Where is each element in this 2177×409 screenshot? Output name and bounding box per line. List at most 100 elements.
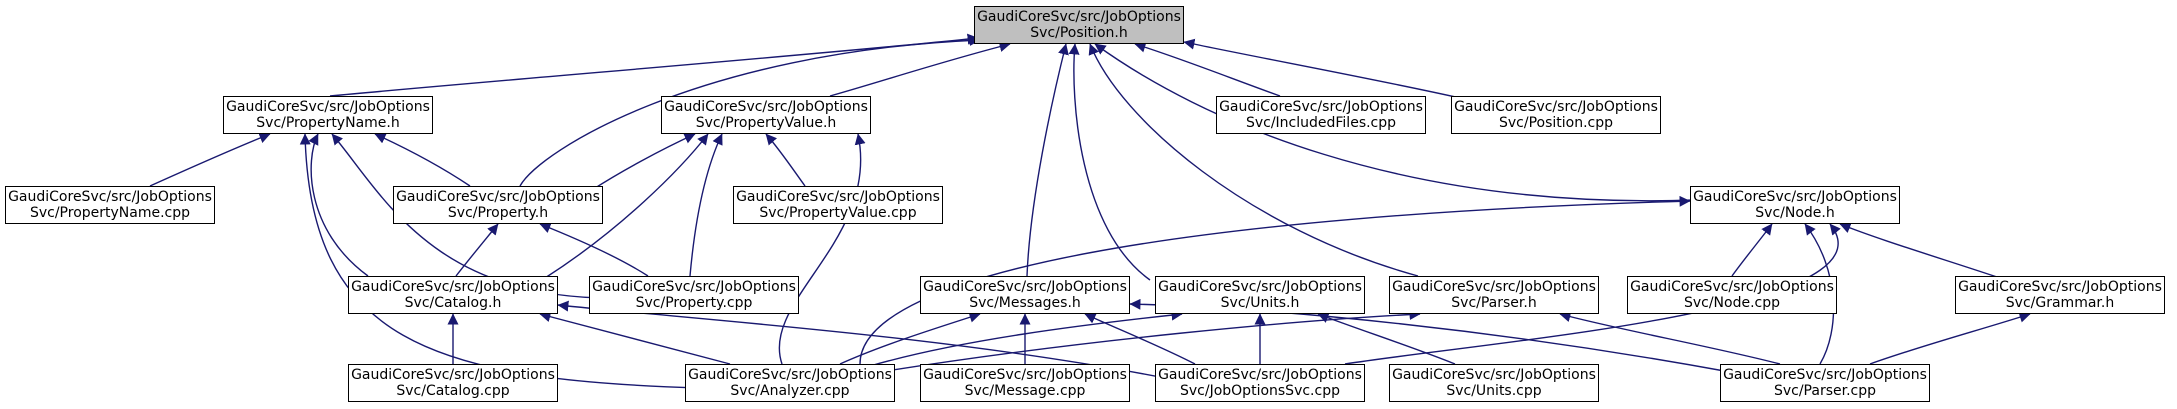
node-position-h-line1: GaudiCoreSvc/src/JobOptions: [977, 9, 1181, 25]
edge-includedfiles-cpp-position-h: [1134, 41, 1281, 97]
edge-grammar-h-node-h: [1839, 222, 2001, 279]
node-position-cpp-line2: Svc/Position.cpp: [1498, 115, 1614, 131]
edge-parser-cpp-grammar-h: [1869, 311, 2031, 365]
edge-node-cpp-node-h: [1731, 223, 1773, 277]
edge-catalog-h-propertyname-h: [308, 133, 369, 277]
edge-layer: [149, 33, 2031, 389]
node-messages-h-line2: Svc/Messages.h: [969, 295, 1081, 311]
node-messages-h[interactable]: GaudiCoreSvc/src/JobOptions Svc/Messages…: [920, 276, 1130, 314]
node-propertyvalue-cpp[interactable]: GaudiCoreSvc/src/JobOptions Svc/Property…: [733, 186, 943, 224]
edge-property-cpp-propertyvalue-h: [689, 133, 723, 277]
node-joboptionssvc-cpp-line1: GaudiCoreSvc/src/JobOptions: [1158, 367, 1362, 383]
node-joboptionssvc-cpp-line2: Svc/JobOptionsSvc.cpp: [1180, 383, 1340, 399]
edge-analyzer-cpp-units-h: [869, 309, 1183, 367]
edge-catalog-h-property-h: [455, 223, 499, 277]
node-propertyname-cpp[interactable]: GaudiCoreSvc/src/JobOptions Svc/Property…: [5, 186, 215, 224]
node-units-h-line2: Svc/Units.h: [1220, 295, 1300, 311]
node-parser-cpp-line1: GaudiCoreSvc/src/JobOptions: [1723, 367, 1927, 383]
edge-propertyname-cpp-propertyname-h: [149, 132, 271, 187]
edge-catalog-h-propertyvalue-h: [544, 133, 709, 279]
node-messages-h-line1: GaudiCoreSvc/src/JobOptions: [923, 279, 1127, 295]
node-propertyname-cpp-line1: GaudiCoreSvc/src/JobOptions: [8, 189, 212, 205]
node-units-cpp-line1: GaudiCoreSvc/src/JobOptions: [1392, 367, 1596, 383]
node-property-cpp-line1: GaudiCoreSvc/src/JobOptions: [592, 279, 796, 295]
node-catalog-h[interactable]: GaudiCoreSvc/src/JobOptions Svc/Catalog.…: [348, 276, 558, 314]
node-includedfiles-cpp-line1: GaudiCoreSvc/src/JobOptions: [1219, 99, 1423, 115]
node-parser-h-line1: GaudiCoreSvc/src/JobOptions: [1392, 279, 1596, 295]
node-analyzer-cpp-line2: Svc/Analyzer.cpp: [730, 383, 850, 399]
node-property-cpp[interactable]: GaudiCoreSvc/src/JobOptions Svc/Property…: [589, 276, 799, 314]
edge-messages-h-position-h: [1026, 43, 1069, 277]
node-node-h[interactable]: GaudiCoreSvc/src/JobOptions Svc/Node.h: [1690, 186, 1900, 224]
node-joboptionssvc-cpp[interactable]: GaudiCoreSvc/src/JobOptions Svc/JobOptio…: [1155, 364, 1365, 402]
node-parser-cpp[interactable]: GaudiCoreSvc/src/JobOptions Svc/Parser.c…: [1720, 364, 1930, 402]
node-analyzer-cpp-line1: GaudiCoreSvc/src/JobOptions: [688, 367, 892, 383]
node-catalog-cpp-line1: GaudiCoreSvc/src/JobOptions: [351, 367, 555, 383]
edge-property-cpp-property-h: [539, 222, 649, 277]
edge-joboptionssvc-cpp-messages-h: [1084, 313, 1196, 365]
edge-node-h-position-h: [1094, 43, 1695, 202]
node-propertyname-h-line1: GaudiCoreSvc/src/JobOptions: [226, 99, 430, 115]
node-propertyvalue-h[interactable]: GaudiCoreSvc/src/JobOptions Svc/Property…: [661, 96, 871, 134]
node-includedfiles-cpp-line2: Svc/IncludedFiles.cpp: [1245, 115, 1397, 131]
node-parser-h-line2: Svc/Parser.h: [1451, 295, 1537, 311]
edge-propertyvalue-h-position-h: [829, 41, 1011, 97]
node-parser-cpp-line2: Svc/Parser.cpp: [1773, 383, 1877, 399]
edge-position-cpp-position-h: [1183, 38, 1461, 99]
node-property-h-line1: GaudiCoreSvc/src/JobOptions: [396, 189, 600, 205]
edge-analyzer-cpp-propertyvalue-h: [778, 133, 866, 365]
node-parser-h[interactable]: GaudiCoreSvc/src/JobOptions Svc/Parser.h: [1389, 276, 1599, 314]
edge-property-h-propertyvalue-h: [591, 133, 696, 191]
node-units-cpp-line2: Svc/Units.cpp: [1446, 383, 1542, 399]
edge-analyzer-cpp-parser-h: [879, 309, 1421, 373]
node-grammar-h[interactable]: GaudiCoreSvc/src/JobOptions Svc/Grammar.…: [1955, 276, 2165, 314]
node-propertyname-cpp-line2: Svc/PropertyName.cpp: [29, 205, 191, 221]
edge-property-h-propertyname-h: [374, 133, 471, 187]
edge-analyzer-cpp-node-h: [859, 195, 1691, 365]
node-node-cpp-line2: Svc/Node.cpp: [1683, 295, 1781, 311]
node-position-cpp-line1: GaudiCoreSvc/src/JobOptions: [1454, 99, 1658, 115]
node-position-h: GaudiCoreSvc/src/JobOptions Svc/Position…: [974, 6, 1184, 44]
node-property-h[interactable]: GaudiCoreSvc/src/JobOptions Svc/Property…: [393, 186, 603, 224]
edge-property-h-position-h: [519, 34, 981, 187]
edge-analyzer-cpp-messages-h: [839, 311, 981, 365]
edge-units-h-position-h: [1068, 43, 1151, 281]
node-property-h-line2: Svc/Property.h: [447, 205, 549, 221]
node-node-h-line2: Svc/Node.h: [1755, 205, 1835, 221]
node-message-cpp[interactable]: GaudiCoreSvc/src/JobOptions Svc/Message.…: [920, 364, 1130, 402]
node-position-h-line2: Svc/Position.h: [1030, 25, 1128, 41]
edge-analyzer-cpp-propertyname-h: [299, 133, 701, 389]
edge-joboptionssvc-cpp-node-h: [1344, 223, 1841, 365]
node-propertyvalue-cpp-line1: GaudiCoreSvc/src/JobOptions: [736, 189, 940, 205]
node-units-h[interactable]: GaudiCoreSvc/src/JobOptions Svc/Units.h: [1155, 276, 1365, 314]
node-propertyvalue-cpp-line2: Svc/PropertyValue.cpp: [759, 205, 917, 221]
node-position-cpp[interactable]: GaudiCoreSvc/src/JobOptions Svc/Position…: [1451, 96, 1661, 134]
node-analyzer-cpp[interactable]: GaudiCoreSvc/src/JobOptions Svc/Analyzer…: [685, 364, 895, 402]
node-units-h-line1: GaudiCoreSvc/src/JobOptions: [1158, 279, 1362, 295]
edge-propertyname-h-position-h: [329, 33, 979, 97]
edge-parser-cpp-messages-h: [1129, 298, 1731, 373]
node-propertyname-h[interactable]: GaudiCoreSvc/src/JobOptions Svc/Property…: [223, 96, 433, 134]
node-message-cpp-line2: Svc/Message.cpp: [964, 383, 1086, 399]
node-catalog-h-line2: Svc/Catalog.h: [404, 295, 502, 311]
node-grammar-h-line2: Svc/Grammar.h: [2005, 295, 2115, 311]
edge-analyzer-cpp-catalog-h: [539, 311, 731, 365]
node-catalog-h-line1: GaudiCoreSvc/src/JobOptions: [351, 279, 555, 295]
edge-parser-h-position-h: [1088, 43, 1419, 277]
node-node-cpp[interactable]: GaudiCoreSvc/src/JobOptions Svc/Node.cpp: [1627, 276, 1837, 314]
node-node-h-line1: GaudiCoreSvc/src/JobOptions: [1693, 189, 1897, 205]
node-grammar-h-line1: GaudiCoreSvc/src/JobOptions: [1958, 279, 2162, 295]
node-node-cpp-line1: GaudiCoreSvc/src/JobOptions: [1630, 279, 1834, 295]
node-catalog-cpp-line2: Svc/Catalog.cpp: [396, 383, 510, 399]
node-propertyname-h-line2: Svc/PropertyName.h: [256, 115, 400, 131]
edge-units-cpp-units-h: [1317, 312, 1456, 365]
edge-parser-cpp-parser-h: [1559, 311, 1781, 365]
node-propertyvalue-h-line1: GaudiCoreSvc/src/JobOptions: [664, 99, 868, 115]
node-units-cpp[interactable]: GaudiCoreSvc/src/JobOptions Svc/Units.cp…: [1389, 364, 1599, 402]
node-catalog-cpp[interactable]: GaudiCoreSvc/src/JobOptions Svc/Catalog.…: [348, 364, 558, 402]
edge-propertyvalue-cpp-propertyvalue-h: [765, 133, 806, 187]
node-propertyvalue-h-line2: Svc/PropertyValue.h: [695, 115, 837, 131]
node-includedfiles-cpp[interactable]: GaudiCoreSvc/src/JobOptions Svc/Included…: [1216, 96, 1426, 134]
node-property-cpp-line2: Svc/Property.cpp: [635, 295, 753, 311]
